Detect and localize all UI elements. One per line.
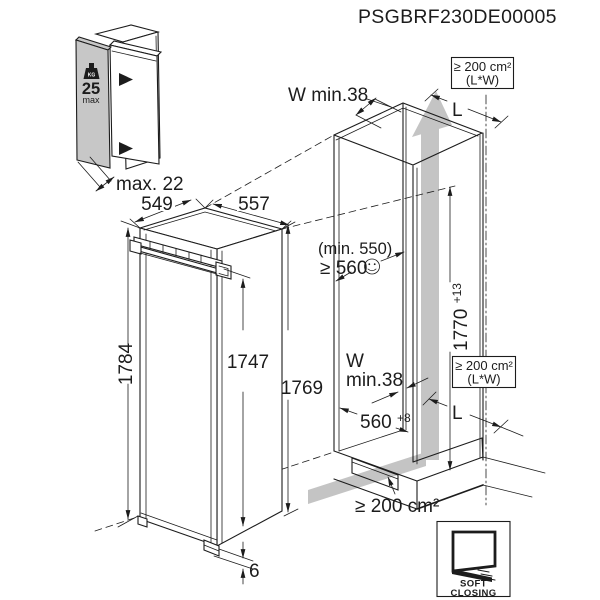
svg-text:1770 +13: 1770 +13 — [450, 283, 472, 351]
top-depth-label: L — [452, 100, 463, 121]
depth-recommended-label: ≥ 560 — [320, 258, 367, 279]
weight-kg-icon: KG — [83, 63, 100, 79]
smiley-icon — [364, 258, 380, 275]
mid-wall-label-w: W — [346, 351, 364, 372]
dim-top-depth-L: L — [424, 88, 509, 129]
niche-figure: W min.38 ≥ 200 cm² (L*W) L (min. 550) ≥ … — [281, 56, 546, 517]
soft-closing-badge: SOFT CLOSING — [436, 520, 511, 599]
soft-closing-label-line1: SOFT — [460, 579, 487, 590]
dim-panel-thickness: max. 22 — [77, 156, 184, 195]
bottom-depth-label: L — [452, 403, 463, 424]
dim-niche-height: 1770 +13 — [447, 186, 472, 471]
page-title: PSGBRF230DE00005 — [358, 6, 557, 28]
dim-bottom-depth-L: L — [422, 391, 524, 437]
mid-wall-label-min38: min.38 — [346, 370, 403, 391]
mount-arrow-top-icon — [119, 73, 133, 86]
top-vent-area-box: ≥ 200 cm² (L*W) — [450, 56, 515, 90]
height-overall-label: 1784 — [116, 342, 137, 385]
depth-label: 557 — [238, 194, 270, 215]
bottom-vent-area-label: ≥ 200 cm² — [355, 496, 439, 517]
dim-height-cabinet-1769: 1769 — [281, 221, 323, 517]
dim-height-door-1747: 1747 — [223, 268, 269, 527]
top-vent-area-label: ≥ 200 cm² — [454, 59, 512, 74]
dim-bottom-vent: ≥ 200 cm² — [355, 476, 439, 517]
weight-value-label: 25 — [82, 80, 100, 98]
bottom-gap-label: 6 — [249, 561, 260, 582]
panel-thickness-label: max. 22 — [116, 174, 184, 195]
mid-vent-formula-label: (L*W) — [467, 372, 500, 387]
dim-niche-depth: (min. 550) ≥ 560 — [318, 240, 405, 282]
appliance-figure: 549 557 1784 1747 — [94, 134, 335, 585]
dim-height-overall-1784: 1784 — [116, 220, 141, 528]
door-panel-figure: KG 25 max max. 22 — [74, 24, 184, 195]
top-wall-label: W min.38 — [288, 85, 368, 106]
dim-top-wall: W min.38 — [288, 85, 402, 129]
soft-closing-door-icon — [451, 530, 497, 582]
weight-max-label: max — [82, 95, 100, 105]
width-label: 549 — [141, 194, 173, 215]
soft-closing-label-line2: CLOSING — [450, 588, 496, 599]
height-door-label: 1747 — [227, 352, 269, 373]
niche-width-tolerance-label: +8 — [397, 411, 411, 425]
mount-arrow-bottom-icon — [119, 142, 133, 155]
dim-bottom-gap-6: 6 — [213, 541, 260, 585]
mid-vent-area-box: ≥ 200 cm² (L*W) — [451, 355, 517, 389]
niche-height-label: 1770 — [451, 309, 472, 351]
plinth-vent-notch — [351, 457, 399, 491]
left-foot — [137, 515, 148, 528]
dim-width-549: 549 — [129, 194, 206, 229]
niche-width-label: 560 — [360, 412, 392, 433]
top-vent-formula-label: (L*W) — [466, 73, 499, 88]
dim-mid-wall: W min.38 — [346, 351, 429, 404]
door-rail-detail — [129, 236, 232, 280]
weight-unit-label: KG — [88, 73, 96, 79]
height-cabinet-label: 1769 — [281, 378, 323, 399]
svg-text:560 +8: 560 +8 — [360, 411, 411, 433]
niche-height-tolerance-label: +13 — [450, 283, 464, 304]
mid-vent-area-label: ≥ 200 cm² — [455, 358, 513, 373]
depth-min-note-label: (min. 550) — [318, 240, 392, 258]
dim-niche-width: 560 +8 — [339, 407, 411, 433]
